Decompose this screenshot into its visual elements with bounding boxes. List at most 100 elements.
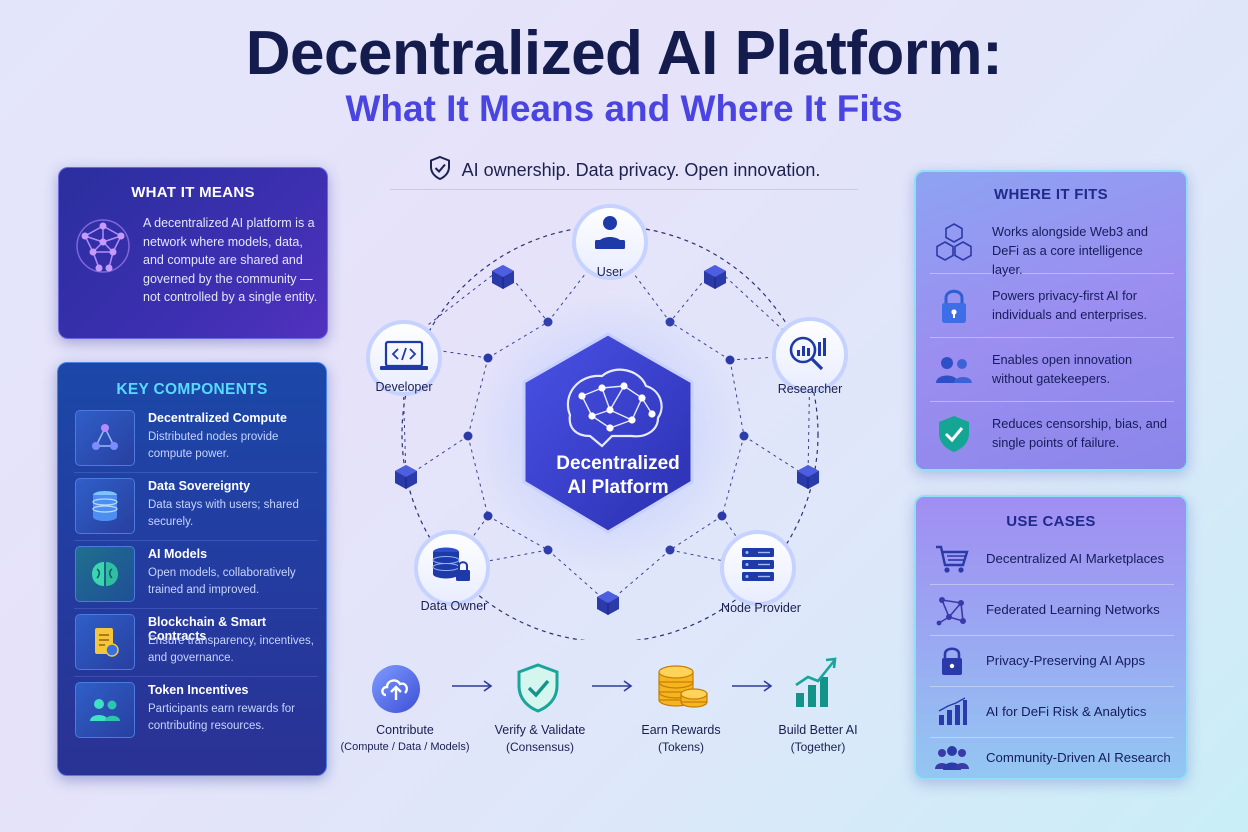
flow-label: Contribute bbox=[376, 723, 434, 737]
fit-text: Reduces censorship, bias, and single poi… bbox=[992, 416, 1167, 450]
shield-check-icon bbox=[514, 662, 562, 719]
key-components-heading: KEY COMPONENTS bbox=[116, 381, 268, 398]
arrow-right-icon bbox=[730, 678, 774, 699]
magnifier-chart-icon bbox=[789, 336, 826, 371]
flow-sub: (Consensus) bbox=[505, 740, 575, 754]
cloud-upload-icon bbox=[371, 664, 421, 719]
flow-sub: (Together) bbox=[790, 740, 846, 754]
role-label-user: User bbox=[596, 265, 624, 279]
component-desc: Ensure transparency, incentives, and gov… bbox=[148, 635, 314, 664]
component-blockchain: Blockchain & Smart Contracts Ensure tran… bbox=[74, 609, 318, 677]
code-laptop-icon bbox=[380, 340, 428, 370]
blockchain-cube-icons bbox=[395, 265, 819, 615]
component-token-incentives: Token Incentives Participants earn rewar… bbox=[74, 677, 318, 745]
lock-icon bbox=[932, 284, 976, 328]
use-case-text: Decentralized AI Marketplaces bbox=[986, 551, 1165, 566]
server-rack-icon bbox=[742, 548, 774, 581]
users-icon bbox=[932, 348, 976, 392]
network-diagram: User Developer Researcher Data Owner Nod… bbox=[340, 190, 908, 640]
cubes-icon bbox=[932, 220, 976, 264]
arrow-right-icon bbox=[450, 678, 494, 699]
component-desc: Open models, collaboratively trained and… bbox=[148, 567, 296, 596]
coins-icon bbox=[654, 660, 710, 721]
community-icon bbox=[932, 741, 972, 775]
role-label-researcher: Researcher bbox=[777, 382, 843, 396]
component-data-sovereignty: Data Sovereignty Data stays with users; … bbox=[74, 473, 318, 541]
component-title: AI Models bbox=[148, 547, 208, 561]
fit-item: Enables open innovation without gatekeep… bbox=[930, 338, 1174, 402]
role-label-data-owner: Data Owner bbox=[420, 599, 488, 613]
what-it-means-heading: WHAT IT MEANS bbox=[131, 184, 255, 201]
use-cases-panel: USE CASES Decentralized AI Marketplaces … bbox=[914, 495, 1188, 780]
role-label-developer: Developer bbox=[375, 380, 433, 394]
flow-label: Verify & Validate bbox=[494, 723, 586, 737]
flow-step-earn: Earn Rewards (Tokens) bbox=[626, 722, 736, 756]
role-node-user bbox=[572, 204, 648, 280]
what-it-means-text: A decentralized AI platform is a network… bbox=[143, 216, 318, 305]
growth-chart-icon bbox=[792, 655, 840, 716]
fit-item: Works alongside Web3 and DeFi as a core … bbox=[930, 210, 1174, 277]
use-cases-heading: USE CASES bbox=[1006, 513, 1096, 530]
tagline: AI ownership. Data privacy. Open innovat… bbox=[390, 152, 858, 190]
use-case-item: Decentralized AI Marketplaces bbox=[930, 534, 1174, 585]
flow-sub: (Tokens) bbox=[657, 740, 704, 754]
brain-icon bbox=[75, 546, 135, 602]
fit-text: Powers privacy-first AI for individuals … bbox=[992, 288, 1148, 322]
use-case-item: Federated Learning Networks bbox=[930, 585, 1174, 636]
component-title: Decentralized Compute bbox=[148, 411, 287, 425]
role-node-node-provider bbox=[720, 530, 796, 606]
network-nodes-icon bbox=[75, 410, 135, 466]
what-it-means-panel: WHAT IT MEANS A decentralized AI platfor… bbox=[58, 167, 328, 339]
where-it-fits-heading: WHERE IT FITS bbox=[994, 186, 1108, 203]
where-it-fits-panel: WHERE IT FITS Works alongside Web3 and D… bbox=[914, 170, 1188, 471]
component-desc: Participants earn rewards for contributi… bbox=[148, 703, 296, 732]
center-label-line2: AI Platform bbox=[567, 477, 669, 498]
lock-icon bbox=[932, 644, 972, 678]
use-case-text: Privacy-Preserving AI Apps bbox=[986, 653, 1146, 668]
contract-document-icon bbox=[75, 614, 135, 670]
use-case-item: Community-Driven AI Research bbox=[930, 733, 1174, 778]
flow-step-verify: Verify & Validate (Consensus) bbox=[480, 722, 600, 756]
user-laptop-icon bbox=[595, 216, 625, 249]
role-node-developer bbox=[366, 320, 442, 396]
component-title: Data Sovereignty bbox=[148, 479, 251, 493]
bar-chart-icon bbox=[932, 695, 972, 729]
page-title: Decentralized AI Platform: bbox=[245, 19, 1003, 88]
flow-step-contribute: Contribute (Compute / Data / Models) bbox=[338, 722, 472, 756]
component-desc: Data stays with users; shared securely. bbox=[148, 499, 299, 528]
use-case-item: Privacy-Preserving AI Apps bbox=[930, 636, 1174, 687]
component-ai-models: AI Models Open models, collaboratively t… bbox=[74, 541, 318, 609]
shield-check-icon bbox=[428, 155, 452, 186]
arrow-right-icon bbox=[590, 678, 634, 699]
use-case-text: Community-Driven AI Research bbox=[986, 750, 1171, 765]
flow-step-build: Build Better AI (Together) bbox=[760, 722, 876, 756]
fit-item: Powers privacy-first AI for individuals … bbox=[930, 274, 1174, 338]
component-decentralized-compute: Decentralized Compute Distributed nodes … bbox=[74, 405, 318, 473]
cart-icon bbox=[932, 542, 972, 576]
center-label-line1: Decentralized bbox=[556, 453, 680, 474]
network-icon bbox=[932, 593, 972, 627]
fit-item: Reduces censorship, bias, and single poi… bbox=[930, 402, 1174, 466]
shield-check-icon bbox=[932, 412, 976, 456]
network-graph bbox=[366, 204, 848, 640]
role-node-data-owner bbox=[414, 530, 490, 606]
center-hexagon bbox=[522, 332, 694, 534]
role-label-node-provider: Node Provider bbox=[721, 601, 801, 615]
component-title: Blockchain & Smart Contracts bbox=[148, 615, 267, 643]
flow-sub: (Compute / Data / Models) bbox=[340, 741, 470, 753]
fit-text: Works alongside Web3 and DeFi as a core … bbox=[992, 224, 1149, 277]
use-case-text: AI for DeFi Risk & Analytics bbox=[986, 704, 1147, 719]
component-desc: Distributed nodes provide compute power. bbox=[148, 431, 279, 460]
flow-label: Earn Rewards bbox=[641, 723, 721, 737]
component-title: Token Incentives bbox=[148, 683, 249, 697]
database-lock-icon bbox=[432, 547, 470, 581]
center-label: Decentralized AI Platform bbox=[533, 452, 703, 500]
database-icon bbox=[75, 478, 135, 534]
tagline-text: AI ownership. Data privacy. Open innovat… bbox=[461, 160, 821, 180]
flow-label: Build Better AI bbox=[778, 723, 858, 737]
brain-network-icon bbox=[566, 368, 663, 448]
key-components-panel: KEY COMPONENTS Decentralized Compute Dis… bbox=[57, 362, 327, 776]
use-case-text: Federated Learning Networks bbox=[986, 602, 1160, 617]
role-node-researcher bbox=[772, 317, 848, 393]
people-icon bbox=[75, 682, 135, 738]
